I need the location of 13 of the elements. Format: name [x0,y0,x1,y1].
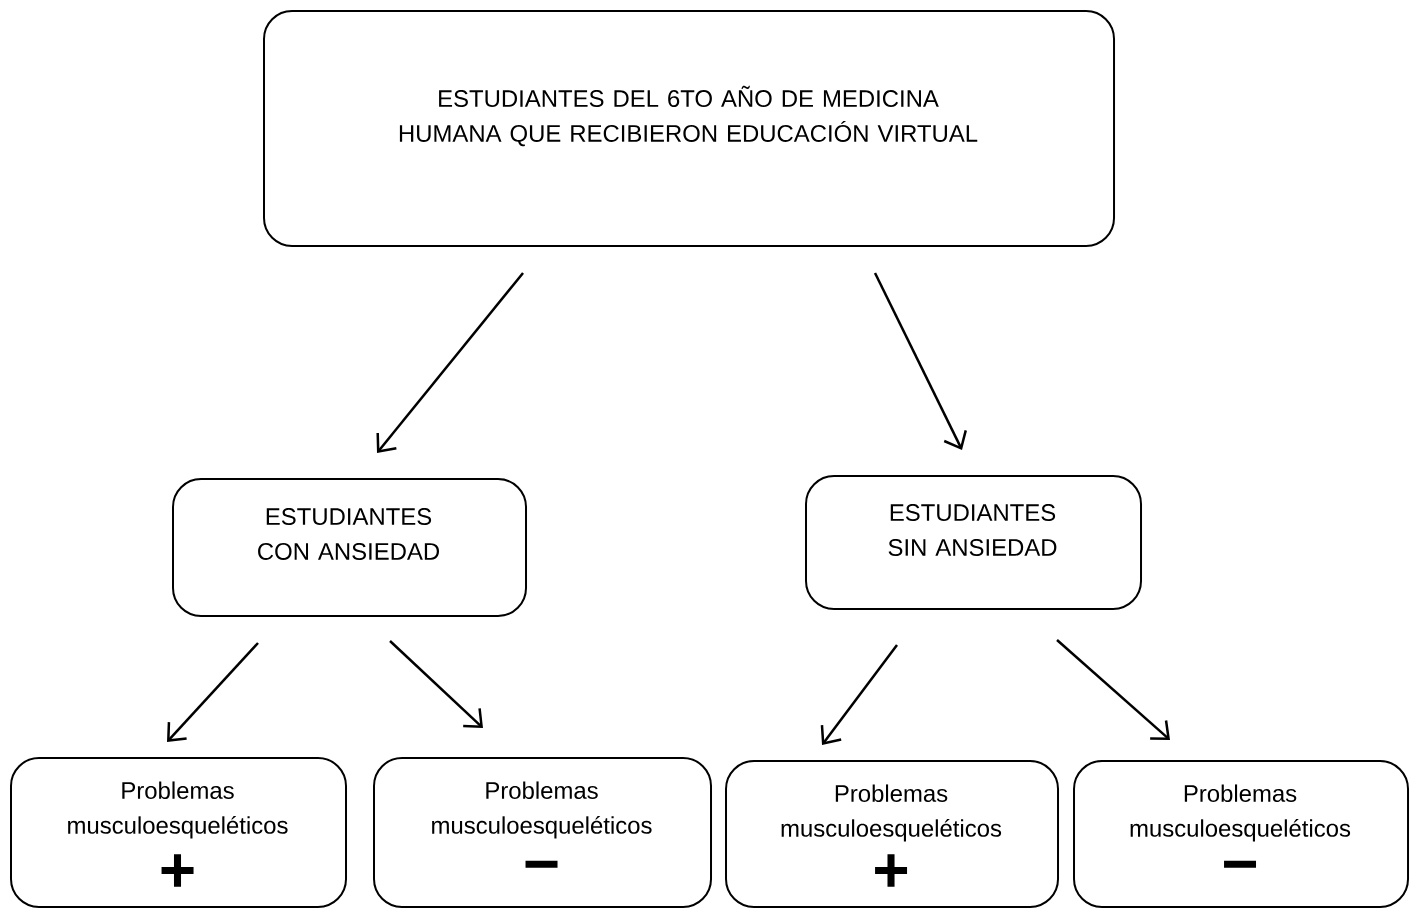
process-box: Problemas musculoesqueléticos − [373,757,712,908]
process-box: Problemas musculoesqueléticos + [10,757,347,908]
process-box: ESTUDIANTES SIN ANSIEDAD [805,475,1142,610]
process-box: Problemas musculoesqueléticos + [725,760,1059,908]
process-box: ESTUDIANTES DEL 6TO AÑO DE MEDICINA HUMANA QUE RECIBIERON EDUCACIÓN VIRTUAL [263,10,1116,247]
arrow [167,642,259,742]
arrow [389,640,483,728]
process-box: Problemas musculoesqueléticos − [1073,760,1409,908]
process-box: ESTUDIANTES CON ANSIEDAD [172,478,527,617]
arrow [820,644,898,745]
arrow [873,272,967,450]
arrow [376,272,524,453]
arrow [1056,639,1170,740]
